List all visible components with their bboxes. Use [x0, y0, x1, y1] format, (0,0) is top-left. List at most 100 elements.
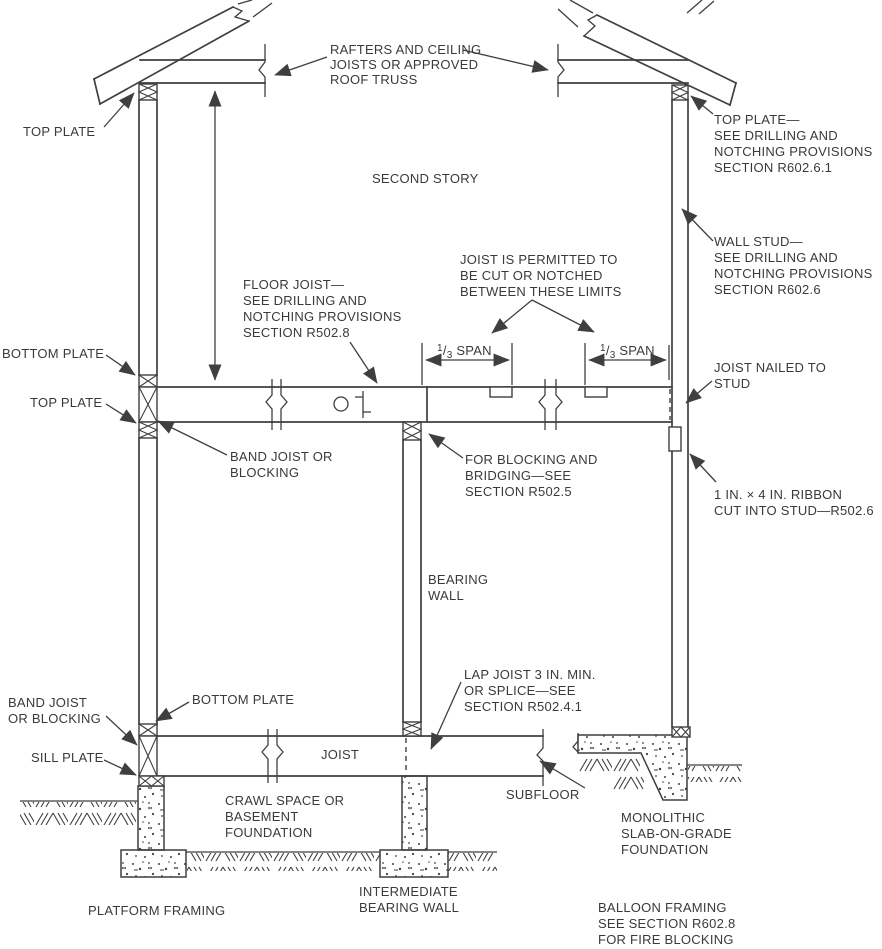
- svg-text:SEE DRILLING AND: SEE DRILLING AND: [714, 250, 838, 265]
- svg-text:BAND JOIST: BAND JOIST: [8, 695, 87, 710]
- svg-text:BEARING: BEARING: [428, 572, 488, 587]
- svg-text:SEE SECTION R602.8: SEE SECTION R602.8: [598, 916, 735, 931]
- right-wall-studs: [671, 99, 689, 728]
- svg-text:CRAWL SPACE OR: CRAWL SPACE OR: [225, 793, 344, 808]
- label-intermediate-bearing-wall: INTERMEDIATE BEARING WALL: [359, 884, 459, 915]
- ground-hatching: [20, 754, 742, 871]
- svg-text:BEARING WALL: BEARING WALL: [359, 900, 459, 915]
- svg-text:OR BLOCKING: OR BLOCKING: [8, 711, 101, 726]
- svg-text:FOUNDATION: FOUNDATION: [621, 842, 708, 857]
- label-joist: JOIST: [321, 747, 359, 762]
- first-story-top-plate-block: [137, 421, 159, 439]
- svg-text:OR SPLICE—SEE: OR SPLICE—SEE: [464, 683, 576, 698]
- svg-text:TOP PLATE—: TOP PLATE—: [714, 112, 800, 127]
- label-wall-stud: WALL STUD— SEE DRILLING AND NOTCHING PRO…: [714, 234, 873, 297]
- svg-text:SECTION R602.6.1: SECTION R602.6.1: [714, 160, 832, 175]
- leader-lines: [103, 49, 717, 789]
- right-top-plate: [670, 84, 690, 101]
- label-lap-joist: LAP JOIST 3 IN. MIN. OR SPLICE—SEE SECTI…: [464, 667, 596, 714]
- label-span-left: 1/3 SPAN: [437, 343, 492, 361]
- svg-text:BAND JOIST OR: BAND JOIST OR: [230, 449, 333, 464]
- svg-text:SEE DRILLING AND: SEE DRILLING AND: [243, 293, 367, 308]
- first-floor-joist-band: [156, 729, 544, 786]
- label-bearing-wall: BEARING WALL: [428, 572, 488, 603]
- label-bottom-plate-1f: BOTTOM PLATE: [192, 692, 294, 707]
- label-band-joist-1f: BAND JOIST OR BLOCKING: [8, 695, 101, 726]
- roof-rafter-left: [92, 0, 273, 106]
- svg-text:FLOOR JOIST—: FLOOR JOIST—: [243, 277, 344, 292]
- second-floor-bottom-plate-block: [138, 374, 158, 388]
- first-floor-bottom-plate-block: [138, 723, 158, 737]
- svg-text:FOUNDATION: FOUNDATION: [225, 825, 312, 840]
- svg-text:WALL: WALL: [428, 588, 464, 603]
- center-bearing-wall: [402, 439, 422, 723]
- label-subfloor: SUBFLOOR: [506, 787, 580, 802]
- svg-text:SLAB-ON-GRADE: SLAB-ON-GRADE: [621, 826, 732, 841]
- svg-text:BLOCKING: BLOCKING: [230, 465, 299, 480]
- second-floor-band-joist-block: [138, 386, 158, 423]
- svg-text:BRIDGING—SEE: BRIDGING—SEE: [465, 468, 571, 483]
- svg-text:ROOF TRUSS: ROOF TRUSS: [330, 72, 418, 87]
- label-joist-permitted: JOIST IS PERMITTED TO BE CUT OR NOTCHED …: [460, 252, 622, 299]
- label-floor-joist: FLOOR JOIST— SEE DRILLING AND NOTCHING P…: [243, 277, 402, 340]
- sill-plate-block: [138, 775, 165, 787]
- svg-text:1 IN. × 4 IN. RIBBON: 1 IN. × 4 IN. RIBBON: [714, 487, 842, 502]
- svg-text:SECTION R502.4.1: SECTION R502.4.1: [464, 699, 582, 714]
- svg-text:STUD: STUD: [714, 376, 750, 391]
- svg-text:NOTCHING PROVISIONS: NOTCHING PROVISIONS: [714, 144, 873, 159]
- right-wall-sill-block: [671, 726, 691, 738]
- label-monolithic: MONOLITHIC SLAB-ON-GRADE FOUNDATION: [621, 810, 732, 857]
- left-top-plate: [137, 83, 159, 101]
- label-bottom-plate-2f: BOTTOM PLATE: [2, 346, 104, 361]
- svg-text:SECTION R502.5: SECTION R502.5: [465, 484, 572, 499]
- label-balloon-framing: BALLOON FRAMING SEE SECTION R602.8 FOR F…: [598, 900, 735, 947]
- svg-text:BALLOON FRAMING: BALLOON FRAMING: [598, 900, 727, 915]
- svg-text:FOR FIRE BLOCKING: FOR FIRE BLOCKING: [598, 932, 734, 947]
- labels: RAFTERS AND CEILING JOISTS OR APPROVED R…: [2, 42, 874, 947]
- left-wall-studs: [138, 99, 158, 725]
- svg-text:WALL STUD—: WALL STUD—: [714, 234, 803, 249]
- svg-text:SECTION R502.8: SECTION R502.8: [243, 325, 350, 340]
- label-ribbon: 1 IN. × 4 IN. RIBBON CUT INTO STUD—R502.…: [714, 487, 874, 518]
- first-floor-band-joist-block: [138, 735, 158, 777]
- label-blocking-bridging: FOR BLOCKING AND BRIDGING—SEE SECTION R5…: [465, 452, 598, 499]
- svg-text:SEE DRILLING AND: SEE DRILLING AND: [714, 128, 838, 143]
- svg-text:JOIST NAILED TO: JOIST NAILED TO: [714, 360, 826, 375]
- svg-text:NOTCHING PROVISIONS: NOTCHING PROVISIONS: [243, 309, 402, 324]
- ceiling-joist-band-left: [139, 44, 266, 97]
- bearing-wall-bottom-plate: [401, 721, 423, 737]
- svg-text:NOTCHING PROVISIONS: NOTCHING PROVISIONS: [714, 266, 873, 281]
- svg-text:BETWEEN THESE LIMITS: BETWEEN THESE LIMITS: [460, 284, 622, 299]
- label-rafters: RAFTERS AND CEILING JOISTS OR APPROVED R…: [330, 42, 481, 87]
- svg-text:BASEMENT: BASEMENT: [225, 809, 299, 824]
- ceiling-joist-band-right: [557, 44, 689, 97]
- svg-text:LAP JOIST 3 IN. MIN.: LAP JOIST 3 IN. MIN.: [464, 667, 596, 682]
- joist-notch-right: [584, 386, 608, 398]
- label-top-plate-right: TOP PLATE— SEE DRILLING AND NOTCHING PRO…: [714, 112, 873, 175]
- svg-text:MONOLITHIC: MONOLITHIC: [621, 810, 705, 825]
- svg-text:SECTION R602.6: SECTION R602.6: [714, 282, 821, 297]
- svg-text:BE CUT OR NOTCHED: BE CUT OR NOTCHED: [460, 268, 603, 283]
- svg-text:JOISTS OR APPROVED: JOISTS OR APPROVED: [330, 57, 478, 72]
- roof-rafter-right: [557, 0, 738, 107]
- label-second-story: SECOND STORY: [372, 171, 479, 186]
- svg-text:RAFTERS AND CEILING: RAFTERS AND CEILING: [330, 42, 481, 57]
- svg-text:INTERMEDIATE: INTERMEDIATE: [359, 884, 458, 899]
- label-top-plate-left: TOP PLATE: [23, 124, 95, 139]
- svg-text:CUT INTO STUD—R502.6: CUT INTO STUD—R502.6: [714, 503, 874, 518]
- svg-text:FOR BLOCKING AND: FOR BLOCKING AND: [465, 452, 598, 467]
- joist-notch-left: [489, 386, 513, 398]
- span-dimensions: [421, 343, 670, 385]
- label-top-plate-2f: TOP PLATE: [30, 395, 102, 410]
- label-crawl-space: CRAWL SPACE OR BASEMENT FOUNDATION: [225, 793, 344, 840]
- label-span-right: 1/3 SPAN: [600, 343, 655, 361]
- label-joist-nailed: JOIST NAILED TO STUD: [714, 360, 826, 391]
- bearing-wall-top-blocking: [401, 421, 423, 441]
- ribbon-board: [668, 426, 682, 452]
- foundation-intermediate-pier: [379, 775, 449, 878]
- foundation-left-pier: [120, 785, 187, 878]
- label-platform-framing: PLATFORM FRAMING: [88, 903, 225, 918]
- svg-text:JOIST IS PERMITTED TO: JOIST IS PERMITTED TO: [460, 252, 618, 267]
